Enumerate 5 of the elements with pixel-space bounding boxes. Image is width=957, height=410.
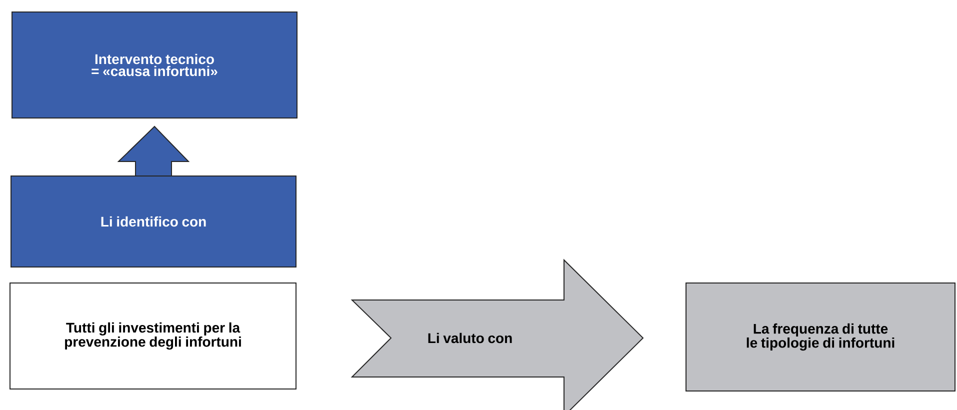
process-box: La frequenza di tutte le tipologie di infortuni — [686, 282, 956, 392]
process-box: Tutti gli investimenti per la prevenzione degli infortuni — [10, 282, 296, 390]
block-arrow — [117, 126, 190, 176]
process-box: Intervento tecnico = «causa infortuni» — [12, 12, 298, 118]
process-box: Li identifico con — [10, 176, 296, 268]
